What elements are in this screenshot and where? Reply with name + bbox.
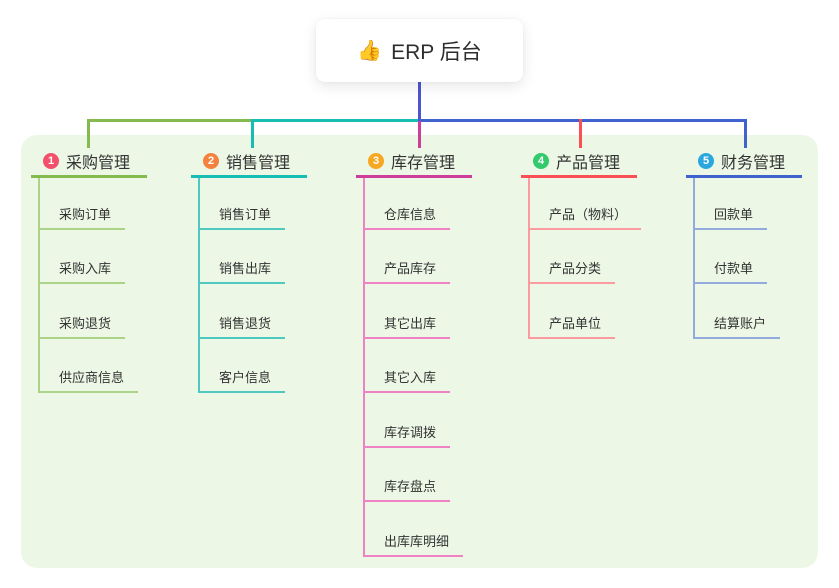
node-sales-order[interactable]: 销售订单 xyxy=(198,201,286,230)
branch-number-badge: 1 xyxy=(43,153,59,169)
node-purchase-inbound[interactable]: 采购入库 xyxy=(38,255,126,284)
node-outbound-detail[interactable]: 出库库明细 xyxy=(363,528,464,557)
thumbs-up-icon: 👍 xyxy=(357,40,383,62)
branch-number-badge: 4 xyxy=(533,153,549,169)
root-node[interactable]: 👍 ERP 后台 xyxy=(316,19,523,82)
node-purchase-return[interactable]: 采购退货 xyxy=(38,310,126,339)
branch-header-purchase[interactable]: 1 采购管理 xyxy=(31,147,147,178)
mindmap-background-panel xyxy=(21,135,818,568)
node-purchase-order[interactable]: 采购订单 xyxy=(38,201,126,230)
node-payment-doc[interactable]: 付款单 xyxy=(693,255,768,284)
node-sales-return[interactable]: 销售退货 xyxy=(198,310,286,339)
branch-title: 财务管理 xyxy=(721,155,786,172)
node-settlement-account[interactable]: 结算账户 xyxy=(693,310,781,339)
node-sales-outbound[interactable]: 销售出库 xyxy=(198,255,286,284)
node-other-outbound[interactable]: 其它出库 xyxy=(363,310,451,339)
branch-header-inventory[interactable]: 3 库存管理 xyxy=(356,147,472,178)
node-receipt-doc[interactable]: 回款单 xyxy=(693,201,768,230)
branch-header-sales[interactable]: 2 销售管理 xyxy=(191,147,307,178)
node-product-unit[interactable]: 产品单位 xyxy=(528,310,616,339)
branch-number-badge: 3 xyxy=(368,153,384,169)
node-stock-transfer[interactable]: 库存调拨 xyxy=(363,419,451,448)
node-warehouse-info[interactable]: 仓库信息 xyxy=(363,201,451,230)
node-product-material[interactable]: 产品（物料） xyxy=(528,201,642,230)
branch-number-badge: 2 xyxy=(203,153,219,169)
branch-title: 销售管理 xyxy=(226,155,291,172)
branch-title: 产品管理 xyxy=(556,155,621,172)
branch-number-badge: 5 xyxy=(698,153,714,169)
node-customer-info[interactable]: 客户信息 xyxy=(198,364,286,393)
node-stock-count[interactable]: 库存盘点 xyxy=(363,473,451,502)
node-product-category[interactable]: 产品分类 xyxy=(528,255,616,284)
branch-title: 采购管理 xyxy=(66,155,131,172)
root-title: ERP 后台 xyxy=(391,40,482,64)
branch-title: 库存管理 xyxy=(391,155,456,172)
branch-header-product[interactable]: 4 产品管理 xyxy=(521,147,637,178)
node-supplier-info[interactable]: 供应商信息 xyxy=(38,364,139,393)
node-product-stock[interactable]: 产品库存 xyxy=(363,255,451,284)
node-other-inbound[interactable]: 其它入库 xyxy=(363,364,451,393)
branch-header-finance[interactable]: 5 财务管理 xyxy=(686,147,802,178)
